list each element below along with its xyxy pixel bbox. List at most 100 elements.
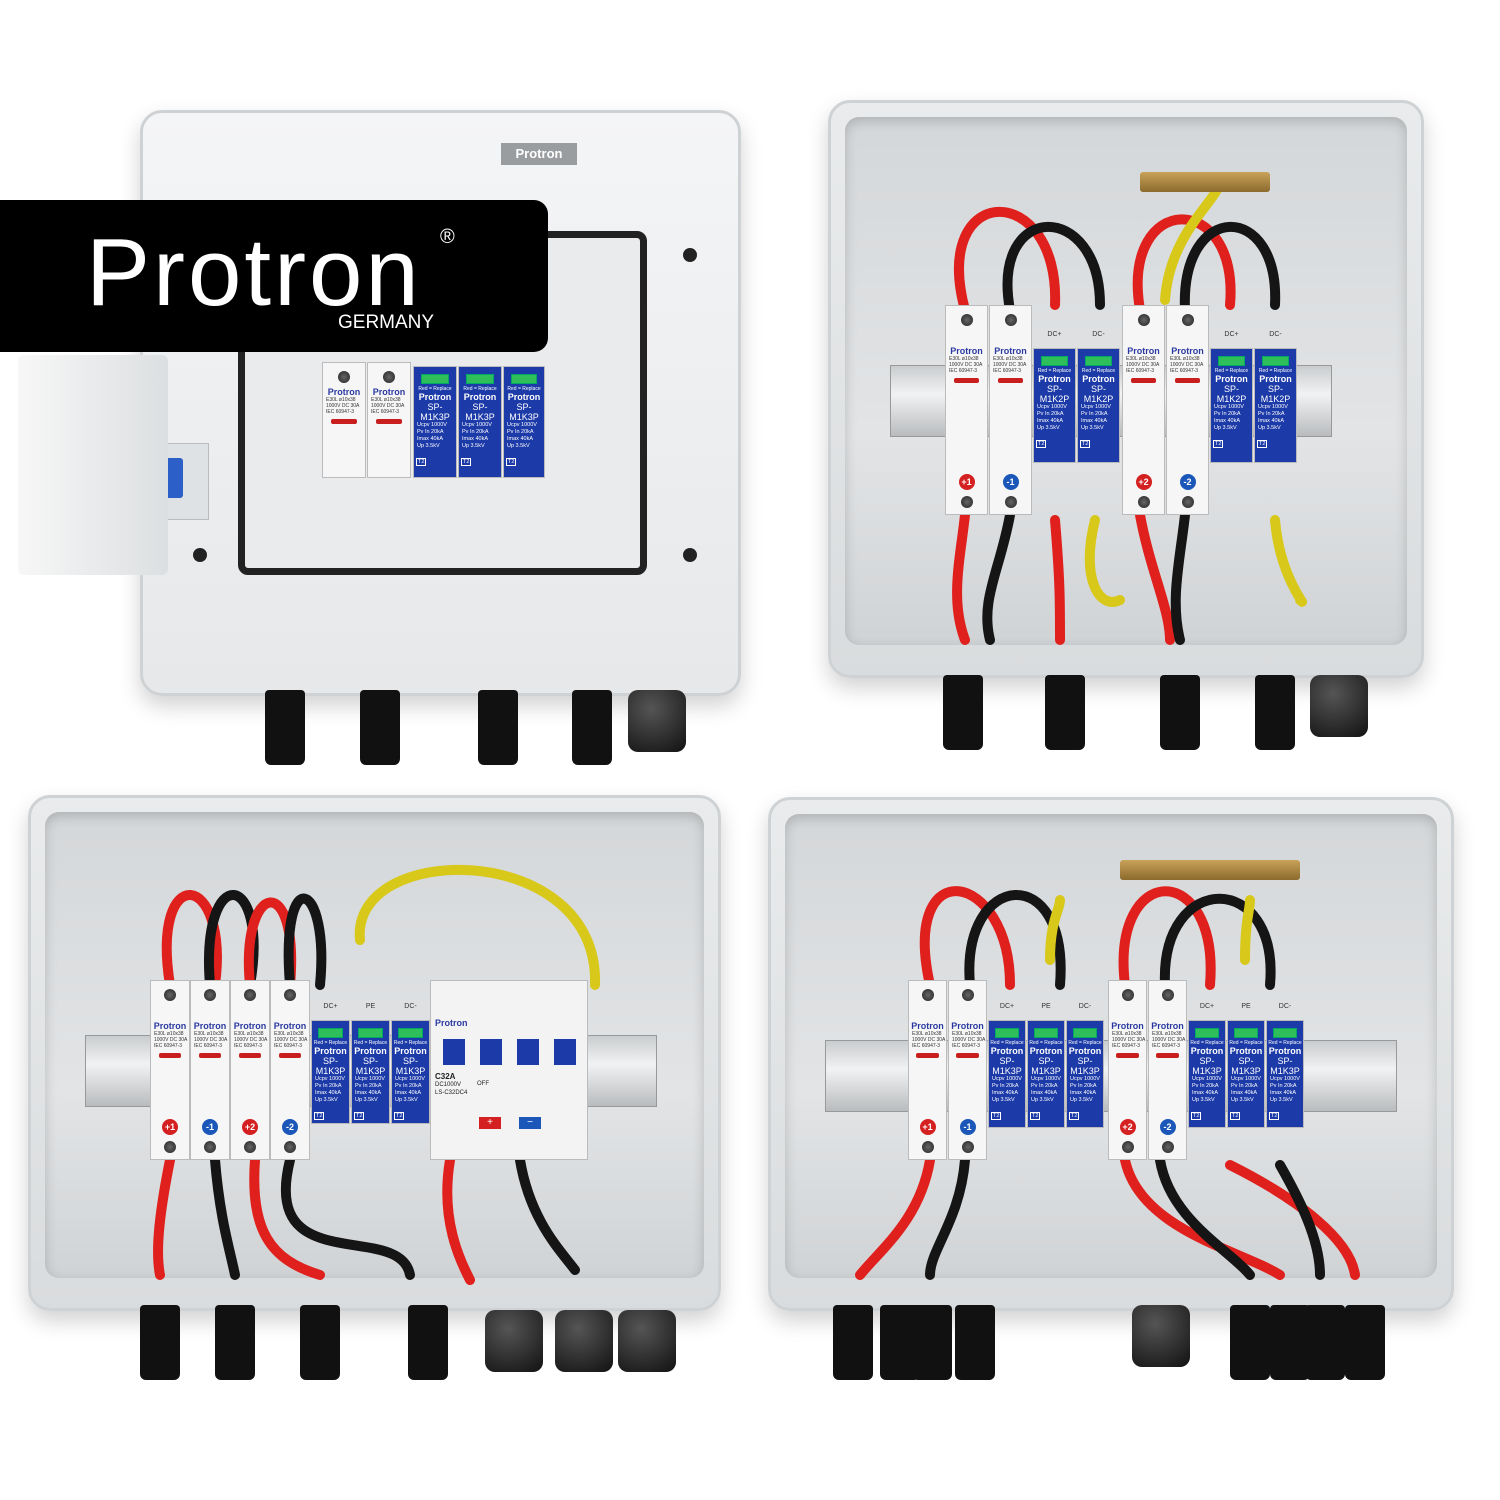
terminal-screw-icon — [921, 989, 934, 1001]
spd-model: SP-M1K3P — [1270, 1056, 1300, 1076]
spd-pvin: Pv In 20kA — [315, 1083, 342, 1089]
spd-up: Up 3.5kV — [507, 443, 530, 449]
fuse-brand: Protron — [273, 1021, 307, 1031]
spd-ucpv: Ucpv 1000V — [1070, 1076, 1100, 1082]
fuse-indicator-icon — [1131, 378, 1156, 383]
spd-class: T2 — [416, 458, 427, 466]
fuse-standard: IEC 60947-3 — [993, 368, 1022, 374]
spd-replace-note: Red = Replace — [353, 1040, 388, 1046]
spd-pvin: Pv In 20kA — [1270, 1083, 1297, 1089]
spd-model: SP-M1K3P — [315, 1056, 346, 1076]
spd-class: T2 — [1191, 1112, 1202, 1120]
fuse-standard: IEC 60947-3 — [326, 409, 355, 415]
breaker-toggle[interactable] — [517, 1039, 539, 1065]
spd-up: Up 3.5kV — [462, 443, 485, 449]
mc4-connector — [955, 1305, 995, 1380]
spd-up: Up 3.5kV — [1070, 1097, 1093, 1103]
breaker-off-label: OFF — [477, 1081, 489, 1087]
spd-model: SP-M1K3P — [1031, 1056, 1061, 1076]
spd-model: SP-M1K3P — [465, 402, 495, 422]
fuse-standard: IEC 60947-3 — [949, 368, 978, 374]
fuse-rating: 1000V DC 30A — [194, 1037, 228, 1043]
spd-class: T2 — [1080, 440, 1091, 448]
spd-class: T2 — [991, 1112, 1002, 1120]
spd-pole-label: DC- — [1269, 331, 1282, 338]
spd-imax: Imax 40kA — [992, 1090, 1018, 1096]
spd-pvin: Pv In 20kA — [462, 429, 489, 435]
spd-model: SP-M1K3P — [1192, 1056, 1222, 1076]
status-window-icon — [466, 374, 494, 384]
spd-replace-note: Red = Replace — [990, 1040, 1024, 1046]
spd-brand: Protron — [1215, 374, 1248, 384]
spd-class: T2 — [394, 1112, 405, 1120]
plus-terminal-icon: + — [479, 1117, 501, 1129]
spd-class: T2 — [1069, 1112, 1080, 1120]
spd-replace-note: Red = Replace — [1268, 1040, 1302, 1046]
spd-imax: Imax 40kA — [1192, 1090, 1218, 1096]
mc4-connector — [300, 1305, 340, 1380]
fuse-brand: Protron — [193, 1021, 227, 1031]
status-window-icon — [995, 1028, 1019, 1038]
spd-imax: Imax 40kA — [1258, 418, 1284, 424]
spd-model: SP-M1K2P — [1260, 384, 1291, 404]
spd-brand: Protron — [1038, 374, 1071, 384]
spd-brand: Protron — [1268, 1046, 1302, 1056]
mc4-connector — [140, 1305, 180, 1380]
fuse-model: E30L ø10x38 — [1126, 356, 1156, 362]
spd-model: SP-M1K3P — [395, 1056, 426, 1076]
status-window-icon — [1262, 356, 1289, 366]
breaker-toggle[interactable] — [480, 1039, 502, 1065]
spd-replace-note: Red = Replace — [463, 386, 497, 392]
spd-replace-note: Red = Replace — [1190, 1040, 1224, 1046]
fuse-brand: Protron — [951, 1021, 984, 1031]
spd-pvin: Pv In 20kA — [355, 1083, 382, 1089]
spd-up: Up 3.5kV — [992, 1097, 1015, 1103]
spd-pvin: Pv In 20kA — [417, 429, 444, 435]
spd-ucpv: Ucpv 1000V — [1192, 1076, 1222, 1082]
terminal-screw-icon — [244, 989, 256, 1001]
fuse-indicator-icon — [238, 1053, 262, 1058]
spd-class: T2 — [1269, 1112, 1280, 1120]
spd-pvin: Pv In 20kA — [1037, 411, 1064, 417]
fuse-model: E30L ø10x38 — [949, 356, 979, 362]
spd-ucpv: Ucpv 1000V — [462, 422, 492, 428]
fuse-brand: Protron — [153, 1021, 187, 1031]
mc4-connector — [215, 1305, 255, 1380]
breaker-toggle[interactable] — [554, 1039, 576, 1065]
fuse-rating: 1000V DC 30A — [274, 1037, 308, 1043]
terminal-screw-icon — [1161, 989, 1174, 1001]
terminal-screw-icon — [961, 1141, 974, 1153]
status-window-icon — [1218, 356, 1245, 366]
spd-pvin: Pv In 20kA — [1231, 1083, 1258, 1089]
status-window-icon — [511, 374, 537, 384]
breaker-toggle[interactable] — [443, 1039, 465, 1065]
fuse-model: E30L ø10x38 — [234, 1031, 264, 1037]
spd-pvin: Pv In 20kA — [1031, 1083, 1058, 1089]
spd-pvin: Pv In 20kA — [992, 1083, 1019, 1089]
spd-pole-label: DC+ — [1047, 331, 1062, 338]
fuse-indicator-icon — [916, 1053, 939, 1058]
spd-class: T2 — [1030, 1112, 1041, 1120]
status-window-icon — [1034, 1028, 1058, 1038]
fuse-model: E30L ø10x38 — [1170, 356, 1200, 362]
spd-up: Up 3.5kV — [315, 1097, 338, 1103]
spd-up: Up 3.5kV — [417, 443, 440, 449]
spd-brand: Protron — [1229, 1046, 1263, 1056]
spd-model: SP-M1K2P — [1216, 384, 1247, 404]
spd-class: T2 — [461, 458, 472, 466]
spd-brand: Protron — [507, 392, 541, 402]
terminal-label: +2 — [242, 1119, 258, 1135]
spd-pole-label: DC+ — [1224, 331, 1239, 338]
spd-imax: Imax 40kA — [462, 436, 488, 442]
fuse-rating: 1000V DC 30A — [1170, 362, 1204, 368]
fuse-standard: IEC 60947-3 — [1152, 1043, 1181, 1049]
spd-model: SP-M1K2P — [1083, 384, 1114, 404]
cable-gland — [1310, 675, 1368, 737]
